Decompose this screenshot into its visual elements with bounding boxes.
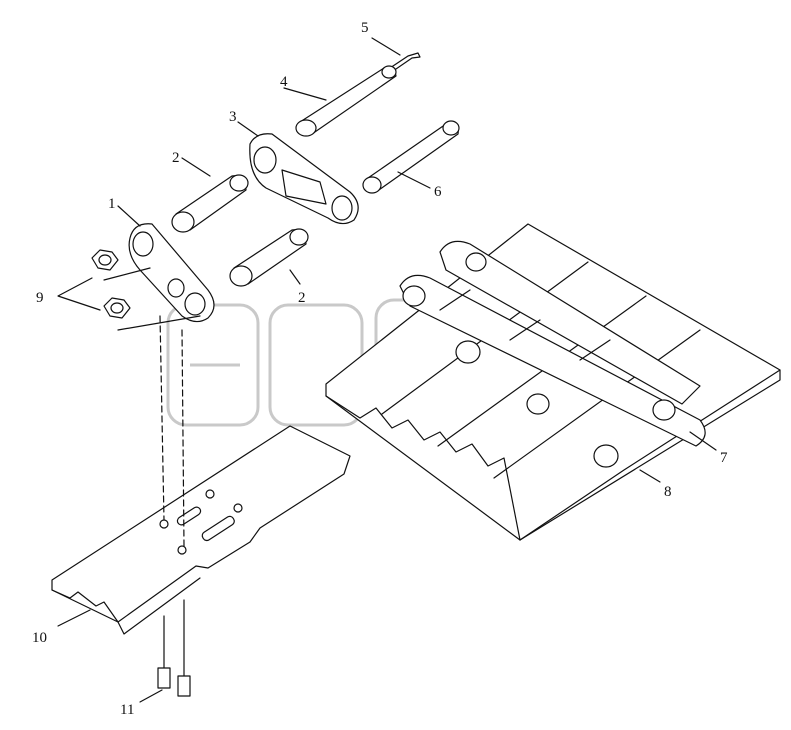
callout-6: 6 <box>434 184 442 200</box>
callout-labels: 1 2 2 3 4 5 6 7 8 9 10 11 <box>32 20 728 718</box>
part-11-bolts <box>139 667 191 703</box>
callout-9: 9 <box>36 290 44 306</box>
part-4-pin <box>283 65 397 137</box>
part-3-link <box>237 121 359 225</box>
part-9-nuts <box>57 249 201 331</box>
callout-2-upper: 2 <box>172 150 180 166</box>
part-2-bushing-lower <box>229 228 309 287</box>
callout-5: 5 <box>361 20 369 36</box>
assembly-axes <box>159 315 185 677</box>
callout-10: 10 <box>32 630 47 646</box>
callout-2-lower: 2 <box>298 290 306 306</box>
callout-4: 4 <box>280 74 288 90</box>
part-5-cotter-pin <box>371 37 421 81</box>
callout-1: 1 <box>108 196 116 212</box>
part-6-bushing <box>362 120 460 194</box>
callout-3: 3 <box>229 109 237 125</box>
part-10-shoe <box>51 425 351 635</box>
part-1-link <box>117 205 215 323</box>
assembled-track <box>325 223 781 541</box>
part-2-bushing-upper <box>171 157 249 233</box>
callout-7: 7 <box>720 450 728 466</box>
callout-8: 8 <box>664 484 672 500</box>
callout-11: 11 <box>120 702 134 718</box>
